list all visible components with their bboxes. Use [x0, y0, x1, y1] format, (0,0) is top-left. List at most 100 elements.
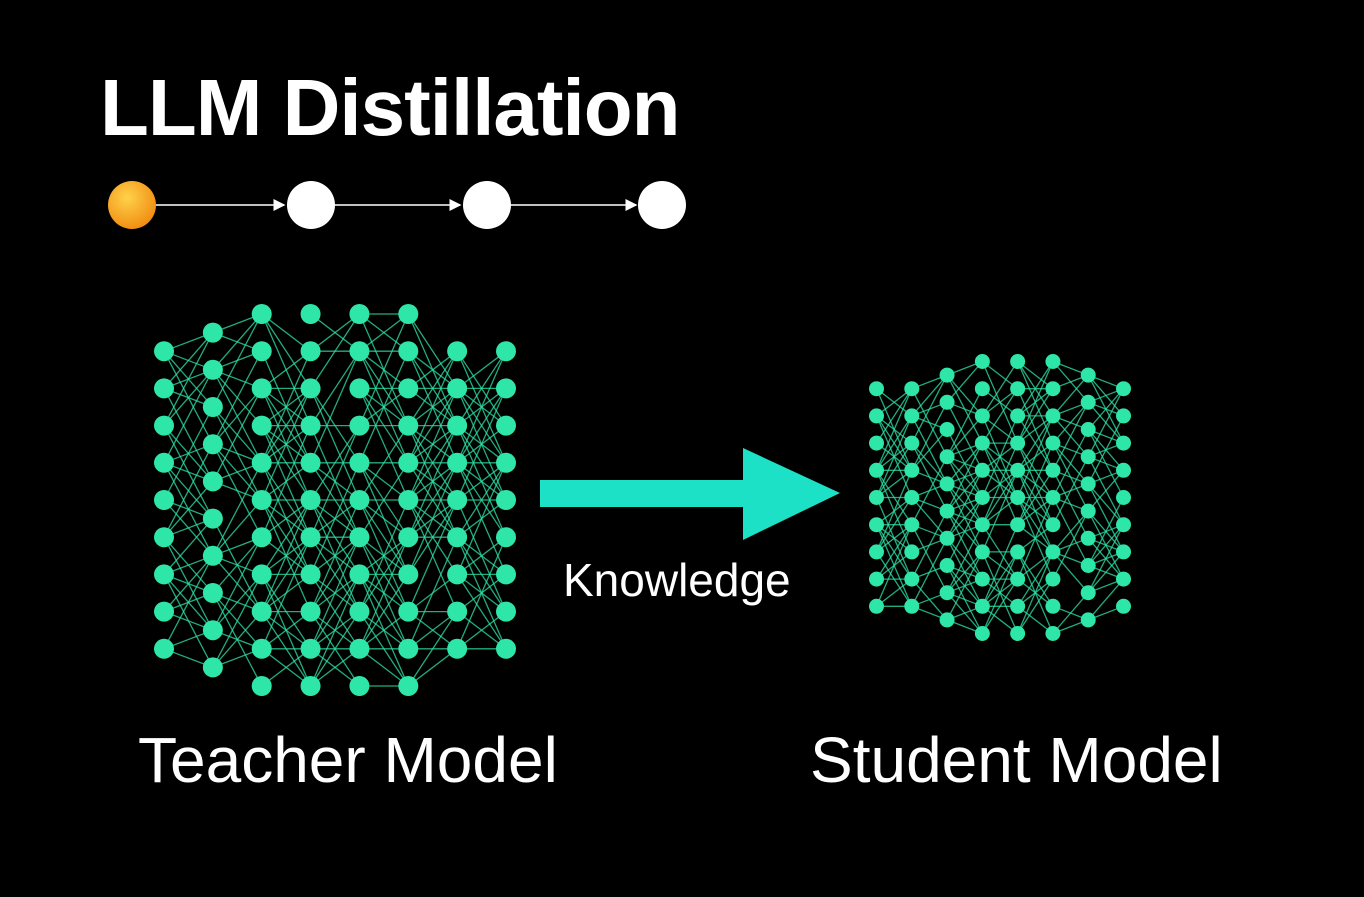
network-edge [911, 456, 948, 525]
network-edge [981, 470, 1019, 553]
network-edge [456, 388, 507, 501]
network-node [154, 490, 174, 510]
network-node [202, 322, 223, 343]
network-edge [309, 499, 361, 612]
network-edge [212, 388, 263, 482]
network-edge [1087, 497, 1125, 566]
network-node [349, 341, 370, 362]
network-node [1116, 517, 1131, 533]
network-edge [875, 415, 913, 498]
network-node [447, 527, 468, 548]
progress-step-2 [287, 181, 335, 229]
network-edge [981, 551, 1019, 607]
network-edge [875, 388, 913, 471]
network-edge [1017, 361, 1054, 444]
network-edge [407, 499, 458, 612]
network-node [1116, 408, 1131, 424]
network-edge [911, 538, 948, 607]
network-node [202, 434, 223, 455]
network-edge [359, 648, 409, 687]
network-node [251, 304, 272, 324]
network-node [1080, 449, 1096, 465]
network-edge [261, 611, 311, 650]
network-edge [407, 350, 458, 389]
network-node [398, 341, 419, 362]
network-edge [358, 499, 409, 612]
network-node [1116, 462, 1131, 478]
network-node [904, 598, 920, 614]
network-edge [358, 350, 409, 464]
network-edge [407, 388, 458, 501]
network-node [1045, 354, 1061, 369]
network-edge [1052, 592, 1089, 634]
network-edge [359, 611, 409, 650]
network-edge [456, 536, 507, 575]
network-node [398, 304, 419, 324]
network-node [251, 415, 272, 436]
network-node [939, 394, 955, 410]
network-edge [1087, 483, 1124, 526]
network-edge [358, 536, 409, 650]
network-edge [456, 574, 507, 650]
network-edge [875, 470, 913, 553]
network-node [251, 341, 272, 362]
network-node [869, 598, 884, 614]
network-edge [911, 402, 948, 471]
network-node [1080, 476, 1096, 492]
network-edge [212, 350, 263, 445]
network-edge [212, 313, 263, 408]
student-model-label: Student Model [810, 724, 1223, 796]
network-edge [407, 611, 458, 650]
network-node [1080, 558, 1096, 573]
network-node [349, 527, 370, 548]
network-node [974, 490, 990, 505]
network-edge [1017, 415, 1054, 498]
network-node [869, 517, 884, 533]
network-node [1080, 530, 1096, 546]
network-node [939, 449, 955, 465]
network-node [251, 527, 272, 548]
network-node [1045, 381, 1061, 397]
network-edge [212, 536, 263, 631]
network-node [1010, 571, 1026, 587]
network-edge [946, 442, 983, 512]
network-edge [875, 388, 913, 444]
network-edge [163, 332, 214, 426]
network-edge [911, 497, 948, 539]
network-node [1116, 435, 1131, 451]
network-node [154, 452, 174, 473]
network-edge [1087, 483, 1125, 553]
network-edge [946, 415, 983, 458]
network-edge [981, 524, 1019, 607]
network-node [1116, 598, 1131, 614]
network-edge [1087, 469, 1124, 512]
network-node [974, 571, 990, 587]
network-edge [981, 442, 1019, 525]
network-edge [456, 350, 507, 389]
network-node [1045, 571, 1061, 587]
network-edge [310, 313, 360, 352]
network-edge [456, 350, 507, 464]
network-edge [946, 524, 983, 593]
network-edge [875, 442, 913, 498]
network-edge [946, 510, 983, 580]
knowledge-label: Knowledge [563, 554, 791, 606]
network-node [1045, 462, 1061, 478]
network-node [398, 527, 419, 548]
network-edge [1052, 510, 1089, 553]
network-edge [456, 350, 507, 426]
network-node [974, 598, 990, 614]
network-node [1080, 422, 1096, 437]
network-edge [407, 611, 458, 687]
network-edge [163, 443, 214, 538]
network-edge [946, 469, 983, 512]
network-node [349, 452, 370, 473]
network-connections [163, 313, 507, 687]
network-node [1010, 598, 1026, 614]
network-edge [1052, 551, 1089, 594]
progress-stepper [108, 181, 686, 229]
network-edge [1017, 361, 1054, 417]
network-edge [261, 425, 312, 538]
network-edge [358, 574, 409, 650]
network-node [939, 367, 955, 383]
